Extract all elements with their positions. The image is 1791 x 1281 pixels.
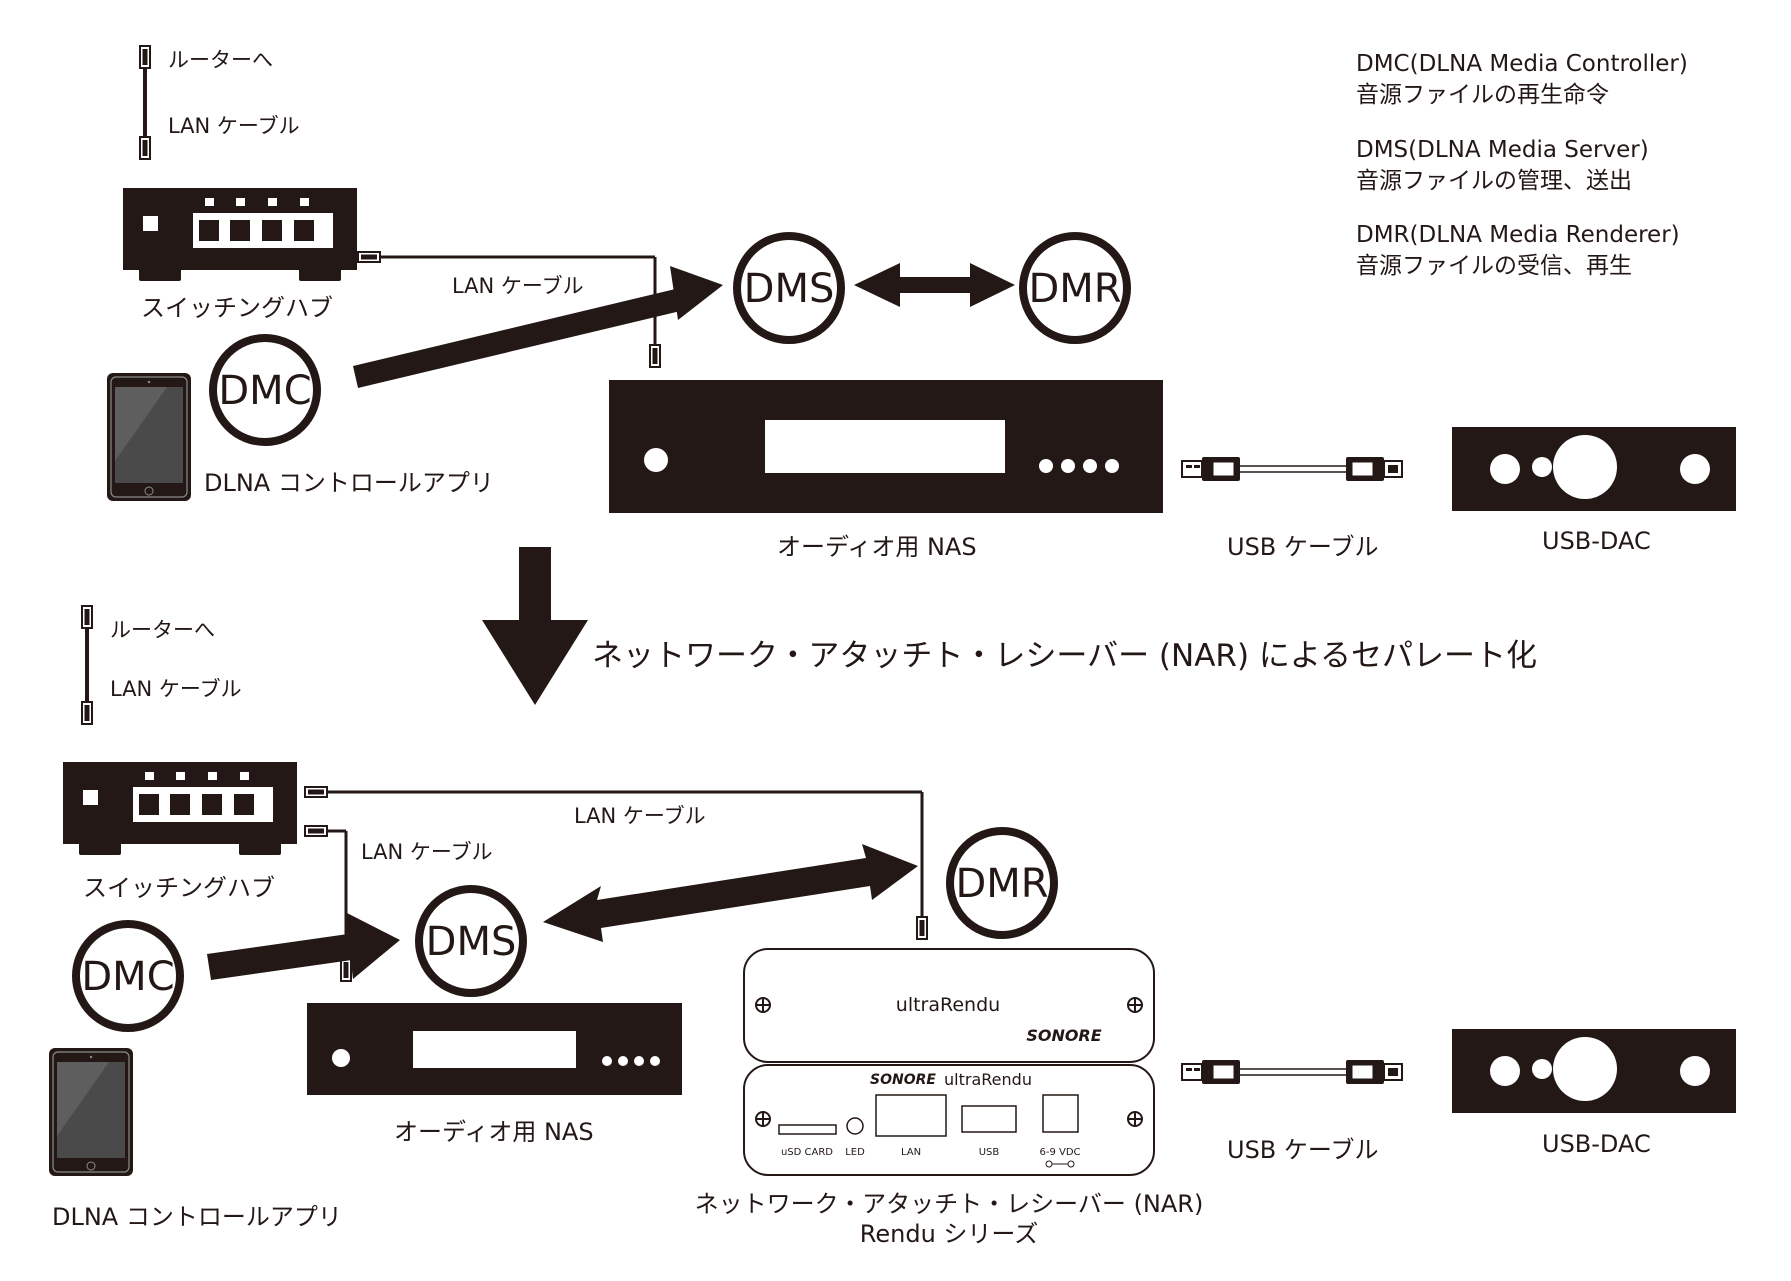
top-usb-cable: [1181, 456, 1403, 482]
top-dmr-badge: DMR: [1028, 266, 1121, 312]
top-tablet: [106, 372, 192, 502]
bottom-audio-nas: [307, 1003, 682, 1095]
bottom-nas-cable-label: LAN ケーブル: [361, 840, 493, 864]
top-usb-cable-label: USB ケーブル: [1227, 533, 1379, 561]
legend-dms-title: DMS(DLNA Media Server): [1356, 137, 1649, 163]
top-dms-circle: [733, 232, 845, 344]
bottom-dms-circle: [415, 885, 527, 997]
bottom-usb-cable-label: USB ケーブル: [1227, 1136, 1379, 1164]
port-usb: USB: [979, 1147, 1000, 1158]
transition-label: ネットワーク・アタッチト・レシーバー (NAR) によるセパレート化: [592, 638, 1537, 674]
bottom-dmr-badge: DMR: [955, 861, 1048, 907]
bottom-hub-to-nar-cable: [304, 786, 928, 940]
top-dms-badge: DMS: [744, 266, 835, 312]
legend-dmr-title: DMR(DLNA Media Renderer): [1356, 222, 1680, 248]
bottom-lan-cable-label: LAN ケーブル: [110, 677, 242, 701]
top-switching-hub: [123, 188, 357, 281]
port-led: LED: [845, 1147, 865, 1158]
bottom-router-cable: [81, 605, 93, 725]
bottom-hub-label: スイッチングハブ: [83, 874, 275, 902]
bottom-dmc-circle: [72, 920, 184, 1032]
top-dmr-circle: [1019, 232, 1131, 344]
bottom-dms-dmr-arrow: [543, 844, 918, 942]
bottom-router-label: ルーターへ: [110, 618, 215, 642]
top-dmc-badge: DMC: [218, 368, 311, 414]
bottom-dms-badge: DMS: [426, 919, 517, 965]
legend-dmc-desc: 音源ファイルの再生命令: [1356, 82, 1609, 108]
top-router-cable: [139, 45, 151, 160]
nar-top-brand: SONORE: [1026, 1026, 1101, 1045]
bottom-usb-dac: [1452, 1029, 1736, 1113]
port-lan: LAN: [901, 1147, 921, 1158]
nar-rear-brand: SONORE: [870, 1072, 936, 1088]
bottom-nar-cable-label: LAN ケーブル: [574, 804, 706, 828]
nar-rear-model: ultraRendu: [944, 1070, 1032, 1089]
bottom-dmc-badge: DMC: [81, 954, 174, 1000]
top-router-label: ルーターへ: [168, 48, 273, 72]
port-dc-in: 6-9 VDC: [1039, 1147, 1080, 1158]
top-lan-cable-label: LAN ケーブル: [168, 114, 300, 138]
legend-dmc-title: DMC(DLNA Media Controller): [1356, 51, 1688, 77]
nar-label-line1: ネットワーク・アタッチト・レシーバー (NAR): [694, 1190, 1204, 1218]
bottom-nas-label: オーディオ用 NAS: [394, 1118, 594, 1146]
top-audio-nas: [609, 380, 1163, 513]
bottom-switching-hub: [63, 762, 297, 855]
top-dms-dmr-arrow: [854, 263, 1015, 307]
nar-device-top: ultraRendu SONORE: [743, 948, 1155, 1063]
top-nas-label: オーディオ用 NAS: [777, 533, 977, 561]
nar-device-rear: SONORE ultraRendu uSD CARD LED LAN USB 6…: [743, 1064, 1155, 1176]
nar-label-line2: Rendu シリーズ: [859, 1220, 1039, 1248]
port-usd-card: uSD CARD: [781, 1147, 833, 1158]
top-dmc-to-dms-arrow: [353, 266, 723, 388]
bottom-app-label: DLNA コントロールアプリ: [52, 1203, 342, 1231]
bottom-dmc-to-dms-arrow: [207, 912, 400, 980]
bottom-tablet: [48, 1047, 134, 1177]
bottom-dmr-circle: [946, 827, 1058, 939]
top-dmc-circle: [209, 334, 321, 446]
top-app-label: DLNA コントロールアプリ: [204, 469, 494, 497]
transition-arrow: [482, 547, 588, 705]
bottom-dac-label: USB-DAC: [1542, 1130, 1651, 1158]
top-dac-label: USB-DAC: [1542, 527, 1651, 555]
legend-dmr-desc: 音源ファイルの受信、再生: [1356, 253, 1632, 279]
top-hub-cable-label: LAN ケーブル: [452, 274, 584, 298]
top-hub-label: スイッチングハブ: [141, 294, 333, 322]
top-usb-dac: [1452, 427, 1736, 511]
legend-dms-desc: 音源ファイルの管理、送出: [1356, 168, 1632, 194]
nar-top-model: ultraRendu: [896, 994, 1000, 1016]
bottom-usb-cable: [1181, 1059, 1403, 1085]
